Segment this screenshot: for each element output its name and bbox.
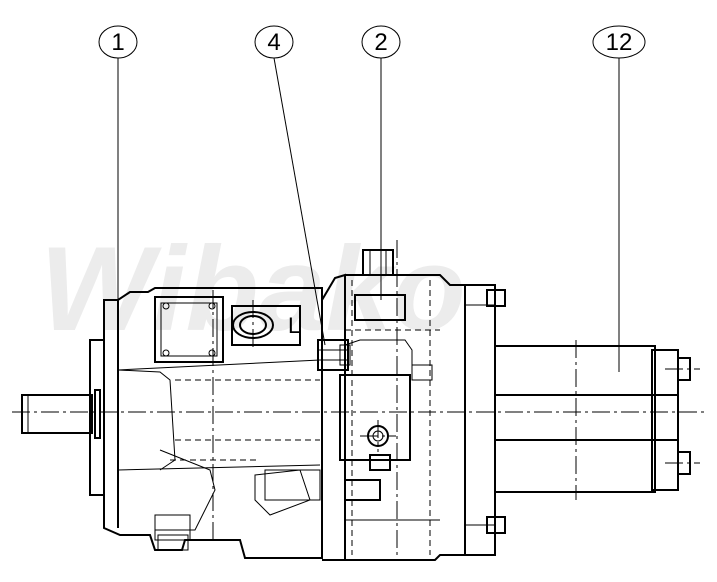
- adapter-flange: [464, 284, 506, 556]
- drive-shaft: [21, 339, 105, 496]
- leader-lines: [117, 57, 620, 372]
- svg-text:2: 2: [374, 29, 387, 56]
- control-valve: [317, 339, 351, 371]
- port-l-label: L: [288, 313, 300, 338]
- port-flange: [154, 290, 224, 540]
- auxiliary-pump: [494, 340, 700, 500]
- svg-text:4: 4: [267, 29, 280, 56]
- callout-2: 2: [361, 25, 401, 59]
- port-l-boss: L: [231, 300, 301, 350]
- callout-12: 12: [592, 25, 646, 59]
- svg-text:12: 12: [606, 29, 633, 56]
- svg-text:1: 1: [111, 29, 124, 56]
- pump-housing: [103, 287, 323, 559]
- callout-4: 4: [254, 25, 294, 59]
- callout-1: 1: [98, 25, 138, 59]
